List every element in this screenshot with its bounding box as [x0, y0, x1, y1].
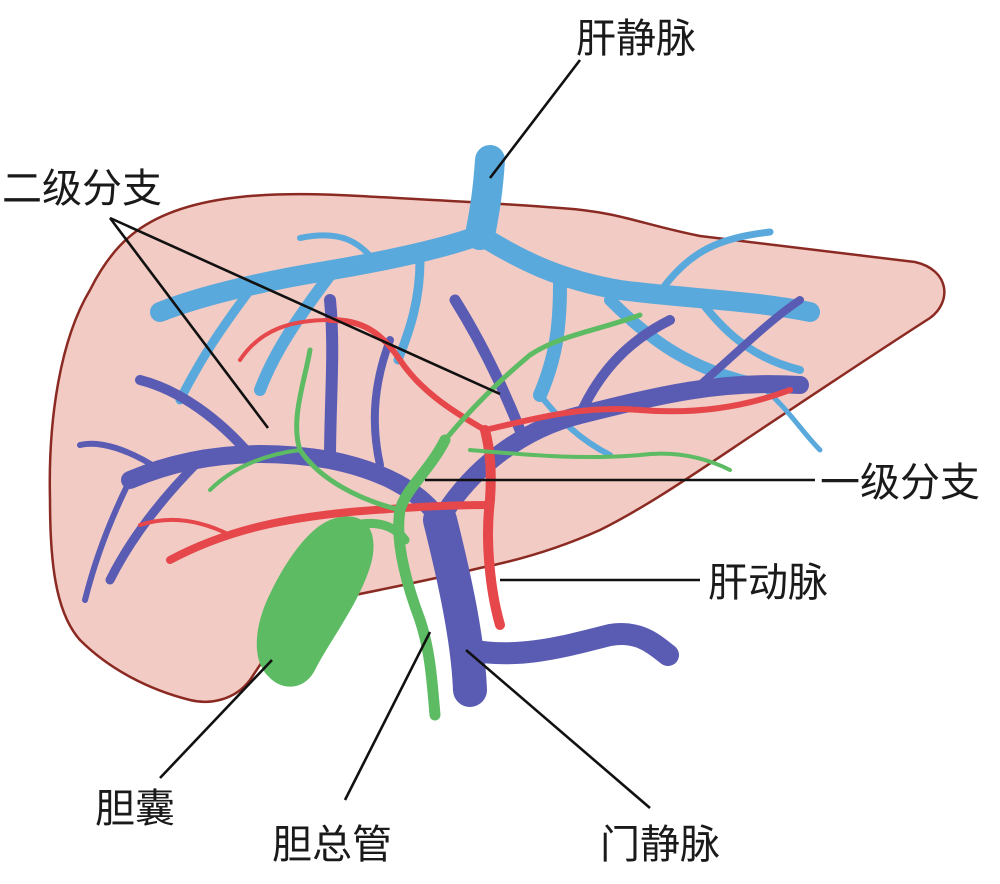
bile-duct-tree — [208, 312, 732, 721]
bile-duct-branch — [468, 448, 732, 472]
portal-vein-branch — [135, 375, 255, 460]
common-bile-duct — [393, 434, 451, 721]
leader-gallbladder — [159, 659, 273, 779]
gallbladder-shape — [256, 516, 374, 687]
portal-vein-branch — [575, 315, 675, 420]
hepatic-vein-trunk — [465, 145, 505, 250]
hepatic-artery-branch — [482, 387, 793, 433]
leader-secondary-branch-2 — [109, 216, 501, 396]
leader-common-bile-duct — [343, 631, 432, 801]
portal-vein-branch — [696, 296, 804, 389]
portal-vein-branch — [370, 336, 394, 469]
hepatic-artery-branch — [327, 317, 488, 433]
hepatic-artery-branch — [166, 501, 494, 564]
portal-vein-branch — [324, 294, 339, 466]
bile-duct-branch — [208, 448, 302, 492]
hepatic-vein-branch — [175, 285, 255, 405]
portal-vein-tree — [77, 294, 809, 707]
label-primary-branch: 一级分支 — [820, 460, 980, 506]
hepatic-vein-branch — [254, 269, 336, 396]
bile-duct-branch — [442, 312, 643, 443]
hepatic-vein-branch — [150, 225, 490, 322]
hepatic-vein-branch — [537, 392, 613, 458]
label-gallbladder: 胆囊 — [95, 786, 175, 832]
leader-lines — [108, 59, 815, 809]
leader-portal-vein — [465, 649, 651, 809]
label-common-bile-duct: 胆总管 — [272, 822, 392, 868]
cystic-duct — [335, 518, 410, 545]
portal-vein-branch — [105, 455, 205, 585]
leader-secondary-branch-1 — [108, 217, 270, 429]
hepatic-vein-branch — [470, 225, 820, 322]
portal-vein-branch — [449, 294, 526, 436]
hepatic-artery-branch — [238, 318, 332, 362]
labels: 肝静脉 二级分支 一级分支 肝动脉 胆囊 胆总管 门静脉 — [2, 16, 980, 868]
hepatic-vein-branch — [297, 232, 383, 271]
hepatic-artery-branch — [138, 517, 232, 537]
leader-hepatic-vein — [488, 59, 582, 179]
label-hepatic-vein: 肝静脉 — [576, 16, 696, 62]
hepatic-vein-branch — [656, 228, 774, 296]
portal-vein-trunk — [423, 503, 487, 707]
portal-vein-branch — [82, 477, 133, 603]
label-hepatic-artery: 肝动脉 — [708, 560, 828, 606]
portal-vein-branch — [77, 440, 163, 473]
label-secondary-branch: 二级分支 — [2, 166, 162, 212]
portal-vein-splenic — [459, 623, 679, 666]
label-portal-vein: 门静脉 — [600, 822, 720, 868]
